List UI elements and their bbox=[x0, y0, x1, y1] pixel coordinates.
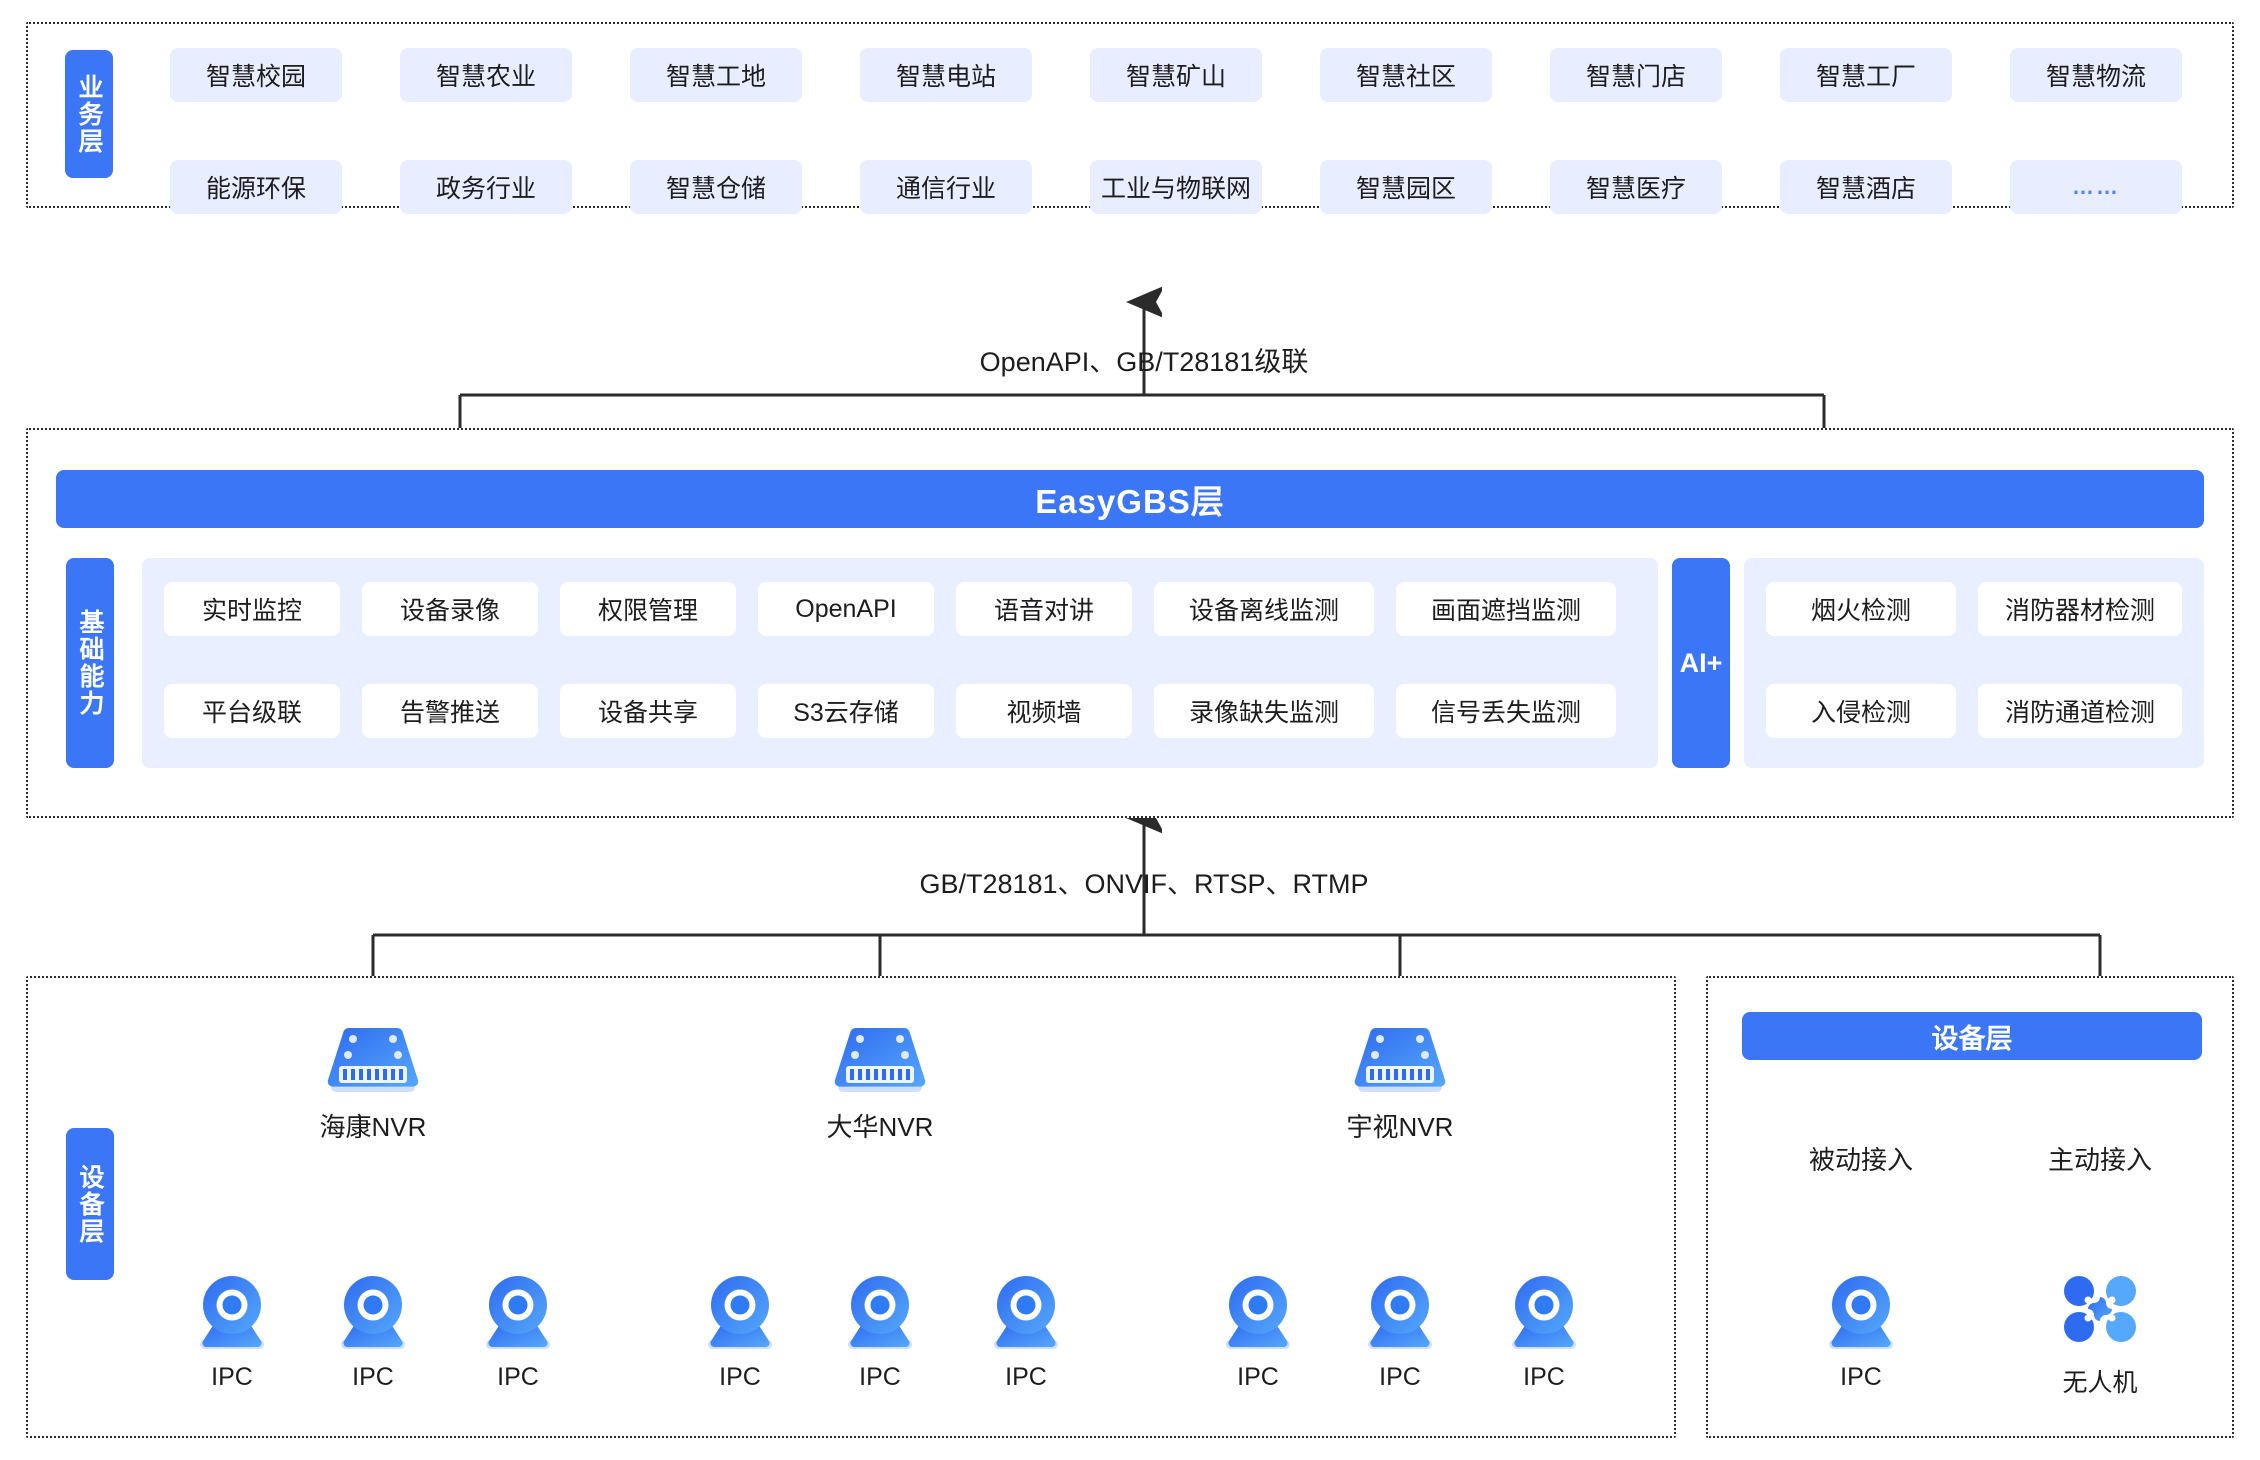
base-capability-panel: 实时监控 设备录像 权限管理 OpenAPI 语音对讲 设备离线监测 画面遮挡监… bbox=[142, 558, 1658, 768]
capability-chip[interactable]: 语音对讲 bbox=[956, 582, 1132, 636]
device-layer-title-bar[interactable]: 设备层 bbox=[1742, 1012, 2202, 1060]
business-chip[interactable]: 智慧园区 bbox=[1320, 160, 1492, 214]
base-capability-side-label: 基础能力 bbox=[66, 558, 114, 768]
access-label-active: 主动接入 bbox=[2047, 1145, 2152, 1175]
ipc-label: IPC bbox=[352, 1363, 394, 1391]
ipc-node[interactable]: IPC bbox=[690, 1272, 790, 1392]
capability-chip[interactable]: 告警推送 bbox=[362, 684, 538, 738]
business-chip[interactable]: 智慧门店 bbox=[1550, 48, 1722, 102]
business-chip[interactable]: 通信行业 bbox=[860, 160, 1032, 214]
capability-chip[interactable]: 权限管理 bbox=[560, 582, 736, 636]
ipc-node[interactable]: IPC bbox=[1208, 1272, 1308, 1392]
ipc-camera-icon bbox=[698, 1276, 782, 1356]
ipc-node[interactable]: IPC bbox=[1350, 1272, 1450, 1392]
nvr-node[interactable]: 海康NVR bbox=[303, 1022, 443, 1144]
drone-icon bbox=[2058, 1276, 2142, 1356]
capability-chip[interactable]: 设备离线监测 bbox=[1154, 582, 1374, 636]
capability-chip[interactable]: OpenAPI bbox=[758, 582, 934, 636]
ipc-camera-icon bbox=[984, 1276, 1068, 1356]
capability-chip[interactable]: S3云存储 bbox=[758, 684, 934, 738]
ai-capability-chip[interactable]: 消防器材检测 bbox=[1978, 582, 2182, 636]
ipc-camera-icon bbox=[1216, 1276, 1300, 1356]
nvr-icon bbox=[830, 1028, 930, 1100]
business-chip[interactable]: 智慧物流 bbox=[2010, 48, 2182, 102]
business-chip[interactable]: 智慧校园 bbox=[170, 48, 342, 102]
business-chip[interactable]: 智慧仓储 bbox=[630, 160, 802, 214]
capability-chip[interactable]: 画面遮挡监测 bbox=[1396, 582, 1616, 636]
drone-label: 无人机 bbox=[2062, 1369, 2138, 1397]
ai-capability-chip[interactable]: 烟火检测 bbox=[1766, 582, 1956, 636]
ipc-camera-icon bbox=[1358, 1276, 1442, 1356]
drone-node[interactable]: 无人机 bbox=[2050, 1272, 2150, 1399]
ipc-node[interactable]: IPC bbox=[468, 1272, 568, 1392]
easygbs-layer-bar[interactable]: EasyGBS层 bbox=[56, 470, 2204, 528]
nvr-label: 海康NVR bbox=[319, 1112, 427, 1142]
business-chip[interactable]: 智慧医疗 bbox=[1550, 160, 1722, 214]
capability-chip[interactable]: 平台级联 bbox=[164, 684, 340, 738]
ipc-camera-icon bbox=[476, 1276, 560, 1356]
ipc-label: IPC bbox=[1379, 1363, 1421, 1391]
ipc-label: IPC bbox=[1005, 1363, 1047, 1391]
capability-chip[interactable]: 设备录像 bbox=[362, 582, 538, 636]
ipc-label: IPC bbox=[1840, 1363, 1882, 1391]
ipc-camera-icon bbox=[331, 1276, 415, 1356]
business-chip[interactable]: 智慧社区 bbox=[1320, 48, 1492, 102]
nvr-icon bbox=[1350, 1028, 1450, 1100]
connector-label-top: OpenAPI、GB/T28181级联 bbox=[979, 347, 1309, 377]
business-layer-side-label: 业务层 bbox=[65, 50, 113, 178]
ipc-label: IPC bbox=[859, 1363, 901, 1391]
capability-chip[interactable]: 实时监控 bbox=[164, 582, 340, 636]
nvr-node[interactable]: 宇视NVR bbox=[1330, 1022, 1470, 1144]
ipc-node[interactable]: IPC bbox=[1811, 1272, 1911, 1392]
ai-capability-panel: 烟火检测 消防器材检测 入侵检测 消防通道检测 bbox=[1744, 558, 2204, 768]
business-chip[interactable]: 政务行业 bbox=[400, 160, 572, 214]
business-chip[interactable]: 智慧矿山 bbox=[1090, 48, 1262, 102]
ipc-camera-icon bbox=[1502, 1276, 1586, 1356]
business-chip[interactable]: 智慧工厂 bbox=[1780, 48, 1952, 102]
nvr-label: 宇视NVR bbox=[1346, 1112, 1454, 1142]
business-chip[interactable]: 能源环保 bbox=[170, 160, 342, 214]
business-chip[interactable]: 智慧农业 bbox=[400, 48, 572, 102]
ai-plus-badge: AI+ bbox=[1672, 558, 1730, 768]
capability-chip[interactable]: 设备共享 bbox=[560, 684, 736, 738]
ipc-node[interactable]: IPC bbox=[182, 1272, 282, 1392]
ipc-node[interactable]: IPC bbox=[830, 1272, 930, 1392]
ipc-label: IPC bbox=[497, 1363, 539, 1391]
ipc-node[interactable]: IPC bbox=[1494, 1272, 1594, 1392]
ipc-label: IPC bbox=[1523, 1363, 1565, 1391]
capability-chip[interactable]: 视频墙 bbox=[956, 684, 1132, 738]
business-chip[interactable]: 智慧酒店 bbox=[1780, 160, 1952, 214]
business-chip-more[interactable]: …… bbox=[2010, 160, 2182, 214]
ipc-camera-icon bbox=[838, 1276, 922, 1356]
business-chip[interactable]: 智慧电站 bbox=[860, 48, 1032, 102]
ipc-label: IPC bbox=[719, 1363, 761, 1391]
nvr-node[interactable]: 大华NVR bbox=[810, 1022, 950, 1144]
ai-capability-chip[interactable]: 消防通道检测 bbox=[1978, 684, 2182, 738]
capability-chip[interactable]: 信号丢失监测 bbox=[1396, 684, 1616, 738]
access-label-passive: 被动接入 bbox=[1808, 1145, 1913, 1175]
ipc-node[interactable]: IPC bbox=[976, 1272, 1076, 1392]
business-chip[interactable]: 工业与物联网 bbox=[1090, 160, 1262, 214]
ipc-camera-icon bbox=[1819, 1276, 1903, 1356]
device-layer-side-label: 设备层 bbox=[66, 1128, 114, 1280]
nvr-icon bbox=[323, 1028, 423, 1100]
ai-capability-chip[interactable]: 入侵检测 bbox=[1766, 684, 1956, 738]
capability-chip[interactable]: 录像缺失监测 bbox=[1154, 684, 1374, 738]
ipc-label: IPC bbox=[211, 1363, 253, 1391]
nvr-label: 大华NVR bbox=[826, 1112, 934, 1142]
ipc-camera-icon bbox=[190, 1276, 274, 1356]
ipc-node[interactable]: IPC bbox=[323, 1272, 423, 1392]
connector-label-bottom: GB/T28181、ONVIF、RTSP、RTMP bbox=[919, 869, 1369, 899]
business-chip[interactable]: 智慧工地 bbox=[630, 48, 802, 102]
ipc-label: IPC bbox=[1237, 1363, 1279, 1391]
